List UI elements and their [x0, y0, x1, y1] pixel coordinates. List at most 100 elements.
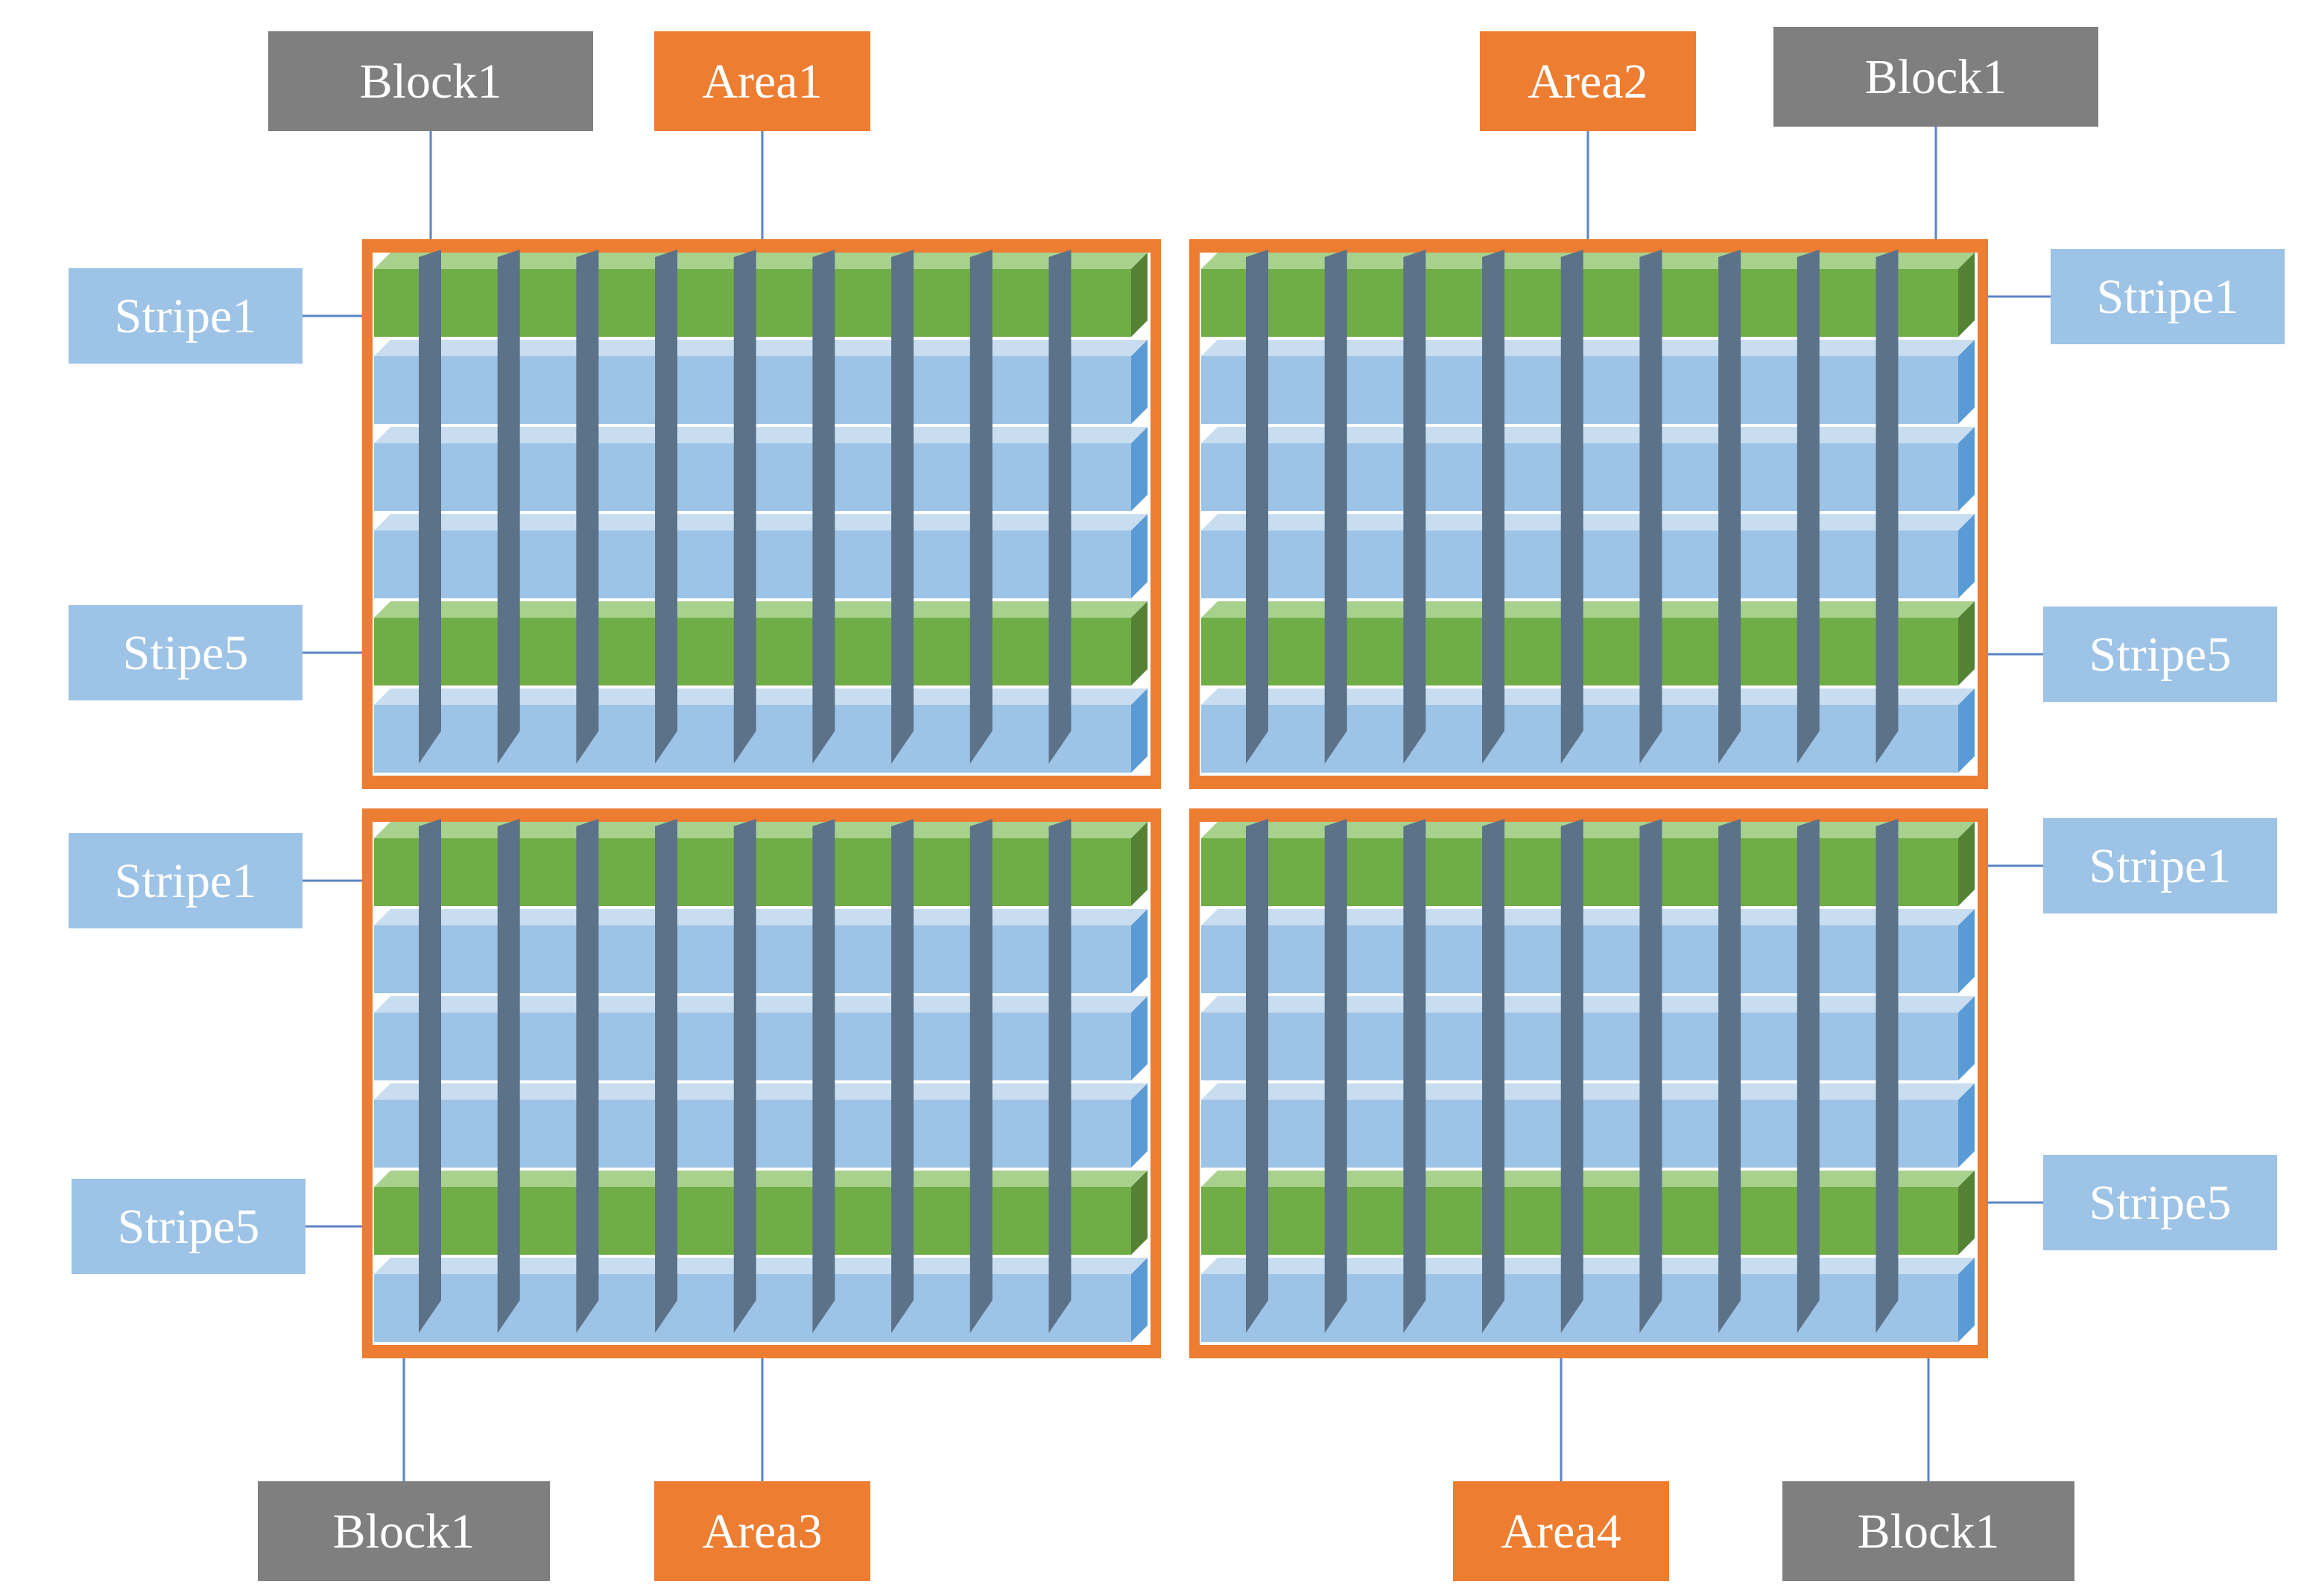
stripe-band-blue-side — [1958, 909, 1975, 993]
area-label-2-box — [1480, 31, 1696, 131]
stripe1-label-2-box — [2051, 249, 2285, 344]
stripe-band-blue-side — [1131, 1083, 1148, 1168]
area-label-1-box — [654, 31, 870, 131]
stripe-band-blue-side — [1131, 340, 1148, 424]
stripe5-label-2-text: Stripe5 — [2089, 627, 2232, 682]
block-divider — [655, 819, 678, 1333]
stripe-band-green-side — [1131, 601, 1148, 685]
stripe-band-blue-top — [1201, 1258, 1975, 1274]
block-label-1: Block1 — [268, 31, 593, 131]
block-divider — [497, 250, 520, 764]
stripe-band-green-top — [374, 1171, 1148, 1187]
block-label-2-text: Block1 — [1865, 50, 2007, 104]
block-divider — [733, 250, 756, 764]
stripe-band-green-side — [1958, 601, 1975, 685]
block-divider — [1048, 250, 1072, 764]
block-divider — [1639, 250, 1662, 764]
stripe-band-blue-top — [1201, 909, 1975, 925]
stripe-band-blue-top — [374, 1258, 1148, 1274]
block-divider — [1482, 250, 1505, 764]
block-divider — [1403, 819, 1426, 1333]
stripe1-label-3-text: Stripe1 — [115, 854, 257, 908]
stripe1-label-1-box — [69, 268, 303, 364]
stripe-band-green-side — [1958, 253, 1975, 337]
stripe-band-blue-top — [1201, 996, 1975, 1013]
stripe-band-blue-top — [374, 909, 1148, 925]
stripe5-label-2-box — [2043, 607, 2277, 702]
stripe-band-blue-side — [1131, 427, 1148, 511]
stripe-band-blue-top — [1201, 688, 1975, 705]
block-divider — [419, 250, 441, 764]
stripe1-label-2: Stripe1 — [2051, 249, 2285, 344]
block-divider — [1403, 250, 1426, 764]
stripe1-label-4-box — [2043, 818, 2277, 913]
stripe1-label-2-text: Stripe1 — [2097, 270, 2239, 324]
block-divider — [1482, 819, 1505, 1333]
area-label-1: Area1 — [654, 31, 870, 131]
block-divider — [1560, 819, 1583, 1333]
stripe-band-green-side — [1131, 1171, 1148, 1255]
stripe1-label-3: Stripe1 — [69, 833, 303, 928]
block-divider — [733, 819, 756, 1333]
block-divider — [497, 819, 520, 1333]
area-panel-3 — [362, 808, 1161, 1358]
stripe-band-blue-side — [1958, 340, 1975, 424]
block-divider — [1324, 250, 1347, 764]
stripe-band-green-side — [1958, 1171, 1975, 1255]
stripe-band-blue-top — [1201, 514, 1975, 531]
stripe-band-green-top — [1201, 253, 1975, 269]
stripe5-label-2: Stripe5 — [2043, 607, 2277, 702]
stripe5-label-3-text: Stripe5 — [118, 1200, 260, 1254]
block-divider — [1048, 819, 1072, 1333]
block-divider — [1876, 819, 1899, 1333]
stripe-band-blue-side — [1958, 427, 1975, 511]
stripe-band-blue-top — [1201, 340, 1975, 356]
stripe-band-green-top — [374, 601, 1148, 618]
block-divider — [1876, 250, 1899, 764]
block-label-1-box — [268, 31, 593, 131]
area-panel-2 — [1189, 239, 1988, 789]
block-divider — [891, 250, 914, 764]
area-panel-4 — [1189, 808, 1988, 1358]
stripe-band-blue-side — [1131, 996, 1148, 1080]
stripe-band-green-top — [1201, 822, 1975, 838]
stripe-band-blue-top — [374, 1083, 1148, 1100]
stripe-band-blue-top — [374, 688, 1148, 705]
block-divider — [812, 250, 835, 764]
block-divider — [812, 819, 835, 1333]
stripe5-label-1-box — [69, 605, 303, 700]
stripe-band-blue-top — [374, 514, 1148, 531]
stripe-band-blue-side — [1958, 688, 1975, 773]
stripe1-label-4: Stripe1 — [2043, 818, 2277, 913]
stripe-band-blue-top — [374, 427, 1148, 443]
stripe-band-blue-side — [1131, 1258, 1148, 1342]
stripe5-label-4-box — [2043, 1155, 2277, 1250]
stripe-band-blue-side — [1958, 996, 1975, 1080]
block-divider — [1797, 250, 1820, 764]
stripe-band-blue-side — [1131, 514, 1148, 598]
stripe5-label-3: Stripe5 — [72, 1179, 306, 1274]
block-divider — [1246, 250, 1268, 764]
block-divider — [576, 250, 599, 764]
block-divider — [969, 250, 993, 764]
stripe-band-blue-side — [1131, 688, 1148, 773]
block-label-4-box — [1782, 1481, 2074, 1581]
block-divider — [1324, 819, 1347, 1333]
area-label-2-text: Area2 — [1528, 54, 1648, 109]
stripe-band-blue-top — [374, 340, 1148, 356]
area-label-4: Area4 — [1453, 1481, 1669, 1581]
stripe-band-blue-side — [1131, 909, 1148, 993]
area-panels — [362, 239, 1988, 1358]
stripe1-label-4-text: Stripe1 — [2089, 839, 2232, 893]
block-label-2-box — [1773, 27, 2098, 127]
block-label-4: Block1 — [1782, 1481, 2074, 1581]
stripe-band-blue-side — [1958, 1083, 1975, 1168]
stripe-band-green-side — [1131, 253, 1148, 337]
stripe-band-green-side — [1131, 822, 1148, 906]
area-panel-1 — [362, 239, 1161, 789]
block-divider — [1797, 819, 1820, 1333]
area-label-1-text: Area1 — [702, 54, 822, 109]
area-label-4-text: Area4 — [1501, 1504, 1621, 1559]
stripe-band-green-top — [1201, 601, 1975, 618]
